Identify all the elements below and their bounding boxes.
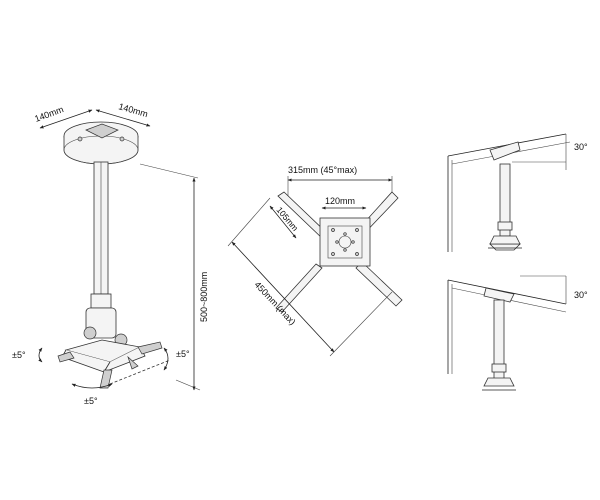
center-plate-label: 120mm [325, 196, 355, 206]
center-plate [319, 217, 371, 267]
top-angle-label: 30° [574, 142, 588, 152]
swivel-label: ±5° [84, 396, 98, 406]
arm-layout-view: 315mm (45°max) 120mm 105mm [227, 165, 403, 357]
tilt-left-label: ±5° [12, 350, 26, 360]
height-range-label: 500~800mm [199, 272, 209, 322]
angled-ceiling-view: 30° 30° [447, 133, 588, 391]
mount-side-view: 140mm 140mm ±5° ±5° ±5° [12, 101, 209, 406]
bottom-install: 30° [447, 275, 588, 391]
projector-head [57, 307, 163, 389]
extension-pole [90, 161, 112, 309]
tilt-right-label: ±5° [176, 349, 190, 359]
diagonal-label: 450mm (max) [253, 280, 298, 327]
top-install: 30° [447, 133, 588, 252]
ceiling-plate [63, 121, 139, 165]
arm-span-label: 315mm (45°max) [288, 165, 357, 175]
bottom-angle-label: 30° [574, 290, 588, 300]
ceiling-plate-depth-label: 140mm [117, 101, 149, 119]
